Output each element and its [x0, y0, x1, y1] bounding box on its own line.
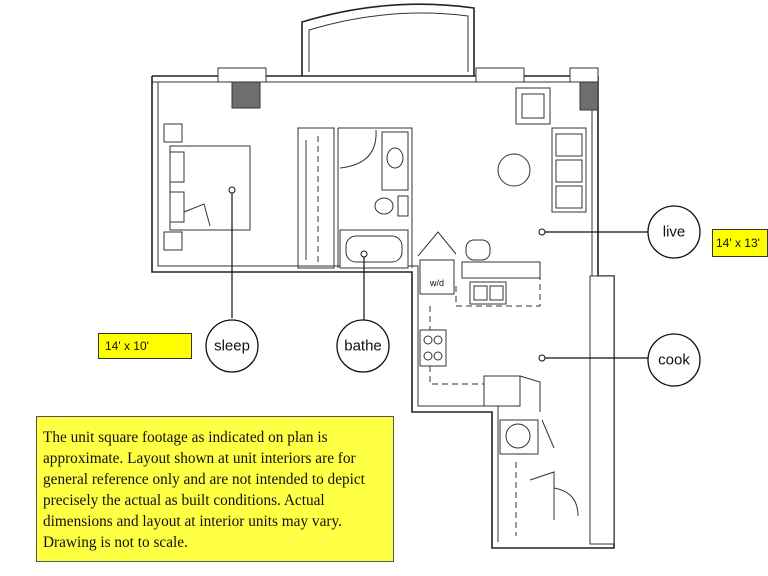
structural-columns: [217, 67, 599, 111]
bathe-label: bathe: [344, 337, 382, 355]
balcony: [301, 3, 475, 76]
live-dimension-callout: 14' x 13': [712, 229, 768, 257]
sleep-dimension-callout: 14' x 10': [98, 333, 192, 359]
kitchen: [417, 231, 541, 412]
cook-bubble: [647, 333, 701, 387]
living-furniture: [497, 87, 587, 213]
exterior-walls: [151, 75, 615, 549]
bathroom: [337, 127, 413, 269]
washer-dryer-label: w/d: [429, 278, 445, 288]
closet: [297, 127, 335, 269]
bathe-bubble: [336, 319, 390, 373]
live-label: live: [662, 223, 686, 241]
room-leaders: [228, 186, 650, 362]
bedroom-furniture: [163, 123, 251, 251]
cook-label: cook: [658, 351, 690, 369]
disclaimer-note: The unit square footage as indicated on …: [36, 416, 394, 562]
entry-closet: [499, 419, 579, 536]
sleep-label: sleep: [214, 337, 250, 355]
live-bubble: [647, 205, 701, 259]
sleep-bubble: [205, 319, 259, 373]
